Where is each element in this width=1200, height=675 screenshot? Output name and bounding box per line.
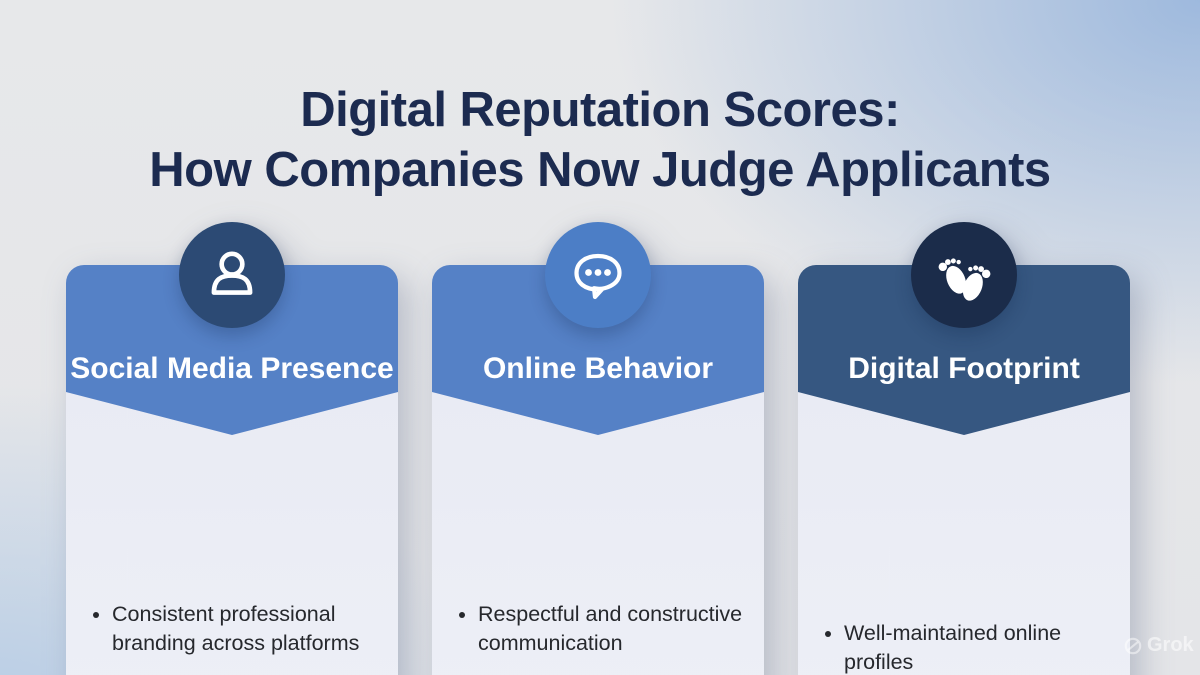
card-title: Social Media Presence (70, 352, 394, 385)
page-title-line1: Digital Reputation Scores: (300, 83, 900, 137)
bullet-list: Respectful and constructive communicatio… (432, 392, 764, 675)
page-title-line2: How Companies Now Judge Applicants (149, 143, 1051, 197)
card-body: Well-maintained online profiles Positive… (798, 392, 1130, 675)
card-title: Digital Footprint (848, 352, 1080, 385)
card-body: Consistent professional branding across … (66, 392, 398, 675)
watermark-logo-icon (1124, 637, 1142, 654)
card-body: Respectful and constructive communicatio… (432, 392, 764, 675)
list-item: Well-maintained online profiles (844, 619, 1116, 675)
person-icon (179, 222, 285, 328)
card-title: Online Behavior (482, 352, 714, 385)
bullet-list: Consistent professional branding across … (66, 392, 398, 675)
page-title: Digital Reputation Scores: How Companies… (0, 0, 1200, 200)
watermark-label: Grok (1147, 634, 1194, 656)
list-item: Engingment with industry-related content (112, 670, 384, 675)
card-digital-footprint: Well-maintained online profiles Positive… (798, 222, 1130, 675)
card-header: Social Media Presence (66, 265, 398, 392)
list-item: Minimal controversial content (478, 670, 750, 675)
list-item: Respectful and constructive communicatio… (478, 600, 750, 658)
footprints-icon (911, 222, 1017, 328)
card-online-behavior: Respectful and constructive communicatio… (432, 222, 764, 675)
watermark: Grok (1124, 634, 1194, 657)
list-item: Consistent professional branding across … (112, 600, 384, 658)
chat-bubble-icon (545, 222, 651, 328)
card-social-media-presence: Consistent professional branding across … (66, 222, 398, 675)
bullet-list: Well-maintained online profiles Positive… (798, 392, 1130, 675)
